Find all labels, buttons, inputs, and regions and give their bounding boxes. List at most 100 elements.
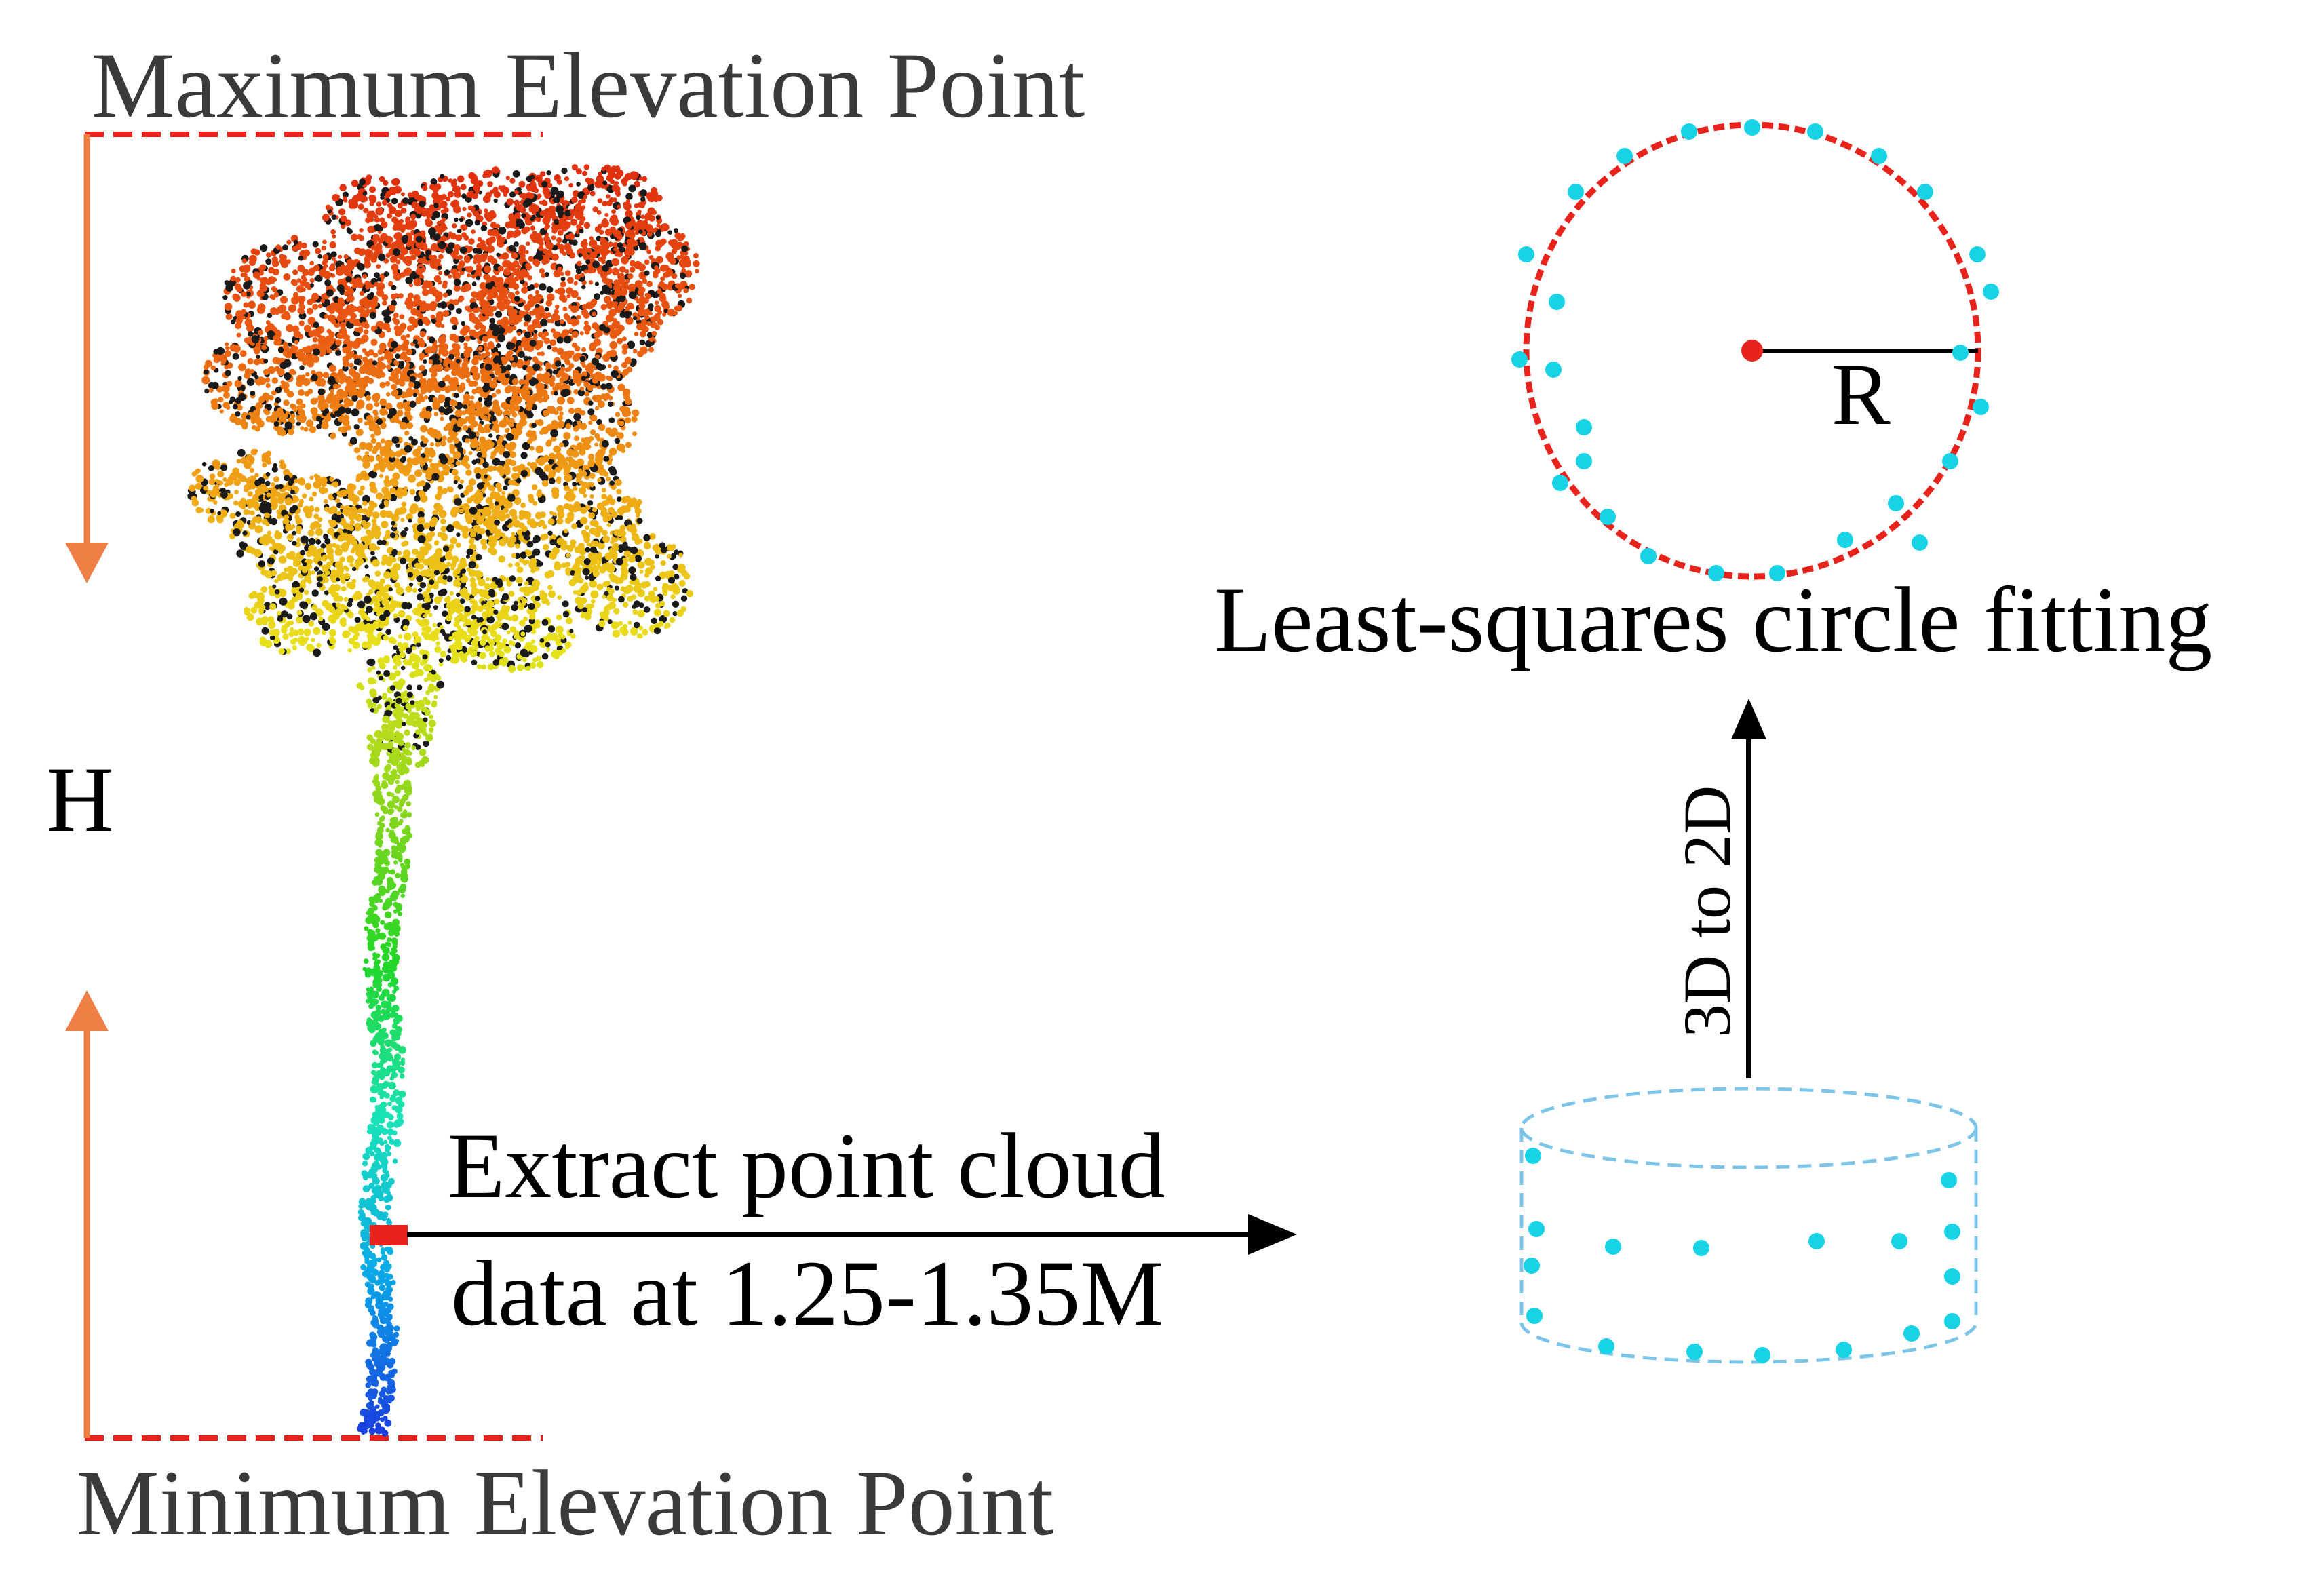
tree-point (295, 518, 303, 525)
tree-point (220, 358, 227, 364)
tree-point (275, 397, 282, 404)
tree-point (283, 518, 290, 525)
tree-point (444, 367, 448, 372)
tree-point (554, 391, 558, 396)
tree-point (547, 319, 551, 324)
tree-point (527, 192, 535, 199)
tree-point (463, 370, 471, 378)
tree-point (349, 563, 354, 568)
tree-point (552, 386, 557, 391)
tree-point (514, 562, 520, 567)
tree-point (595, 354, 600, 359)
tree-point (465, 408, 471, 413)
tree-point (456, 532, 461, 537)
tree-point (505, 260, 511, 267)
tree-point (279, 459, 285, 465)
tree-point (606, 351, 613, 357)
tree-point (532, 356, 538, 362)
tree-point (614, 252, 619, 257)
tree-point (463, 283, 472, 292)
tree-point (445, 423, 454, 431)
tree-point (524, 378, 529, 384)
tree-point (291, 298, 298, 305)
tree-point (471, 281, 477, 286)
tree-point (514, 199, 520, 206)
tree-point (430, 243, 439, 252)
tree-point (214, 490, 220, 496)
tree-point (343, 528, 347, 534)
tree-point (613, 321, 621, 328)
tree-point (419, 305, 427, 313)
tree-point (233, 345, 241, 353)
tree-point (532, 335, 538, 340)
tree-point (383, 490, 391, 499)
tree-point (533, 282, 539, 288)
tree-point (314, 507, 320, 513)
tree-point (237, 376, 242, 381)
tree-point (595, 362, 603, 370)
tree-point (653, 197, 659, 203)
tree-point (301, 275, 306, 280)
tree-point (689, 284, 695, 290)
tree-point (465, 218, 473, 227)
tree-point (624, 249, 631, 256)
tree-point (680, 272, 686, 279)
tree-point (415, 235, 423, 243)
tree-point (511, 378, 519, 385)
tree-point (640, 189, 647, 197)
tree-point (367, 225, 375, 233)
tree-point (257, 303, 266, 311)
tree-point (296, 405, 302, 410)
tree-point (607, 364, 612, 368)
tree-point (283, 273, 291, 281)
tree-point (563, 432, 571, 440)
tree-point (428, 359, 433, 364)
tree-point (307, 307, 313, 315)
tree-point (518, 244, 526, 252)
tree-point (629, 260, 636, 267)
tree-point (289, 368, 296, 375)
tree-point (275, 491, 281, 498)
tree-point (315, 528, 323, 536)
tree-point (611, 184, 619, 192)
tree-point (243, 272, 248, 277)
tree-point (258, 560, 266, 568)
tree-point (273, 292, 279, 298)
tree-point (355, 513, 363, 522)
tree-point (246, 482, 254, 490)
tree-point (505, 364, 512, 371)
tree-point (292, 246, 298, 252)
tree-point (285, 523, 292, 530)
tree-point (566, 294, 571, 299)
tree-point (580, 410, 586, 416)
tree-point (338, 254, 343, 259)
tree-point (400, 243, 405, 250)
tree-point (303, 347, 310, 354)
tree-point (380, 438, 386, 444)
tree-point (681, 268, 686, 273)
tree-point (509, 356, 514, 362)
tree-point (614, 166, 621, 172)
tree-point (368, 212, 374, 218)
tree-point (378, 253, 386, 262)
tree-point (337, 534, 345, 542)
tree-point (400, 325, 406, 331)
tree-point (567, 397, 575, 404)
tree-point (421, 211, 427, 217)
tree-point (265, 450, 272, 456)
tree-point (526, 176, 532, 182)
tree-point (560, 389, 569, 397)
tree-point (267, 557, 275, 565)
tree-point (313, 522, 319, 529)
tree-point (487, 343, 495, 350)
tree-point (469, 329, 477, 337)
tree-point (340, 223, 346, 229)
tree-point (518, 180, 526, 188)
tree-point (440, 526, 447, 532)
tree-point (455, 461, 461, 466)
tree-point (343, 254, 349, 260)
tree-point (468, 380, 475, 387)
tree-point (528, 256, 535, 262)
tree-point (288, 429, 294, 435)
tree-point (279, 362, 288, 370)
